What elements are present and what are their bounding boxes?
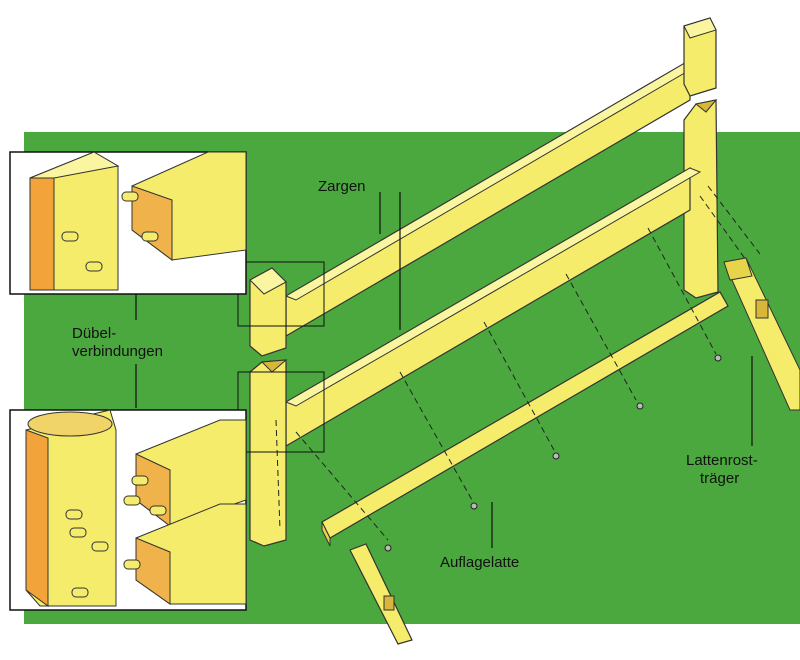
dowel xyxy=(123,495,141,506)
dowel xyxy=(121,191,139,202)
dowel xyxy=(131,475,149,486)
dowel xyxy=(85,261,103,272)
dowel xyxy=(123,559,141,570)
label-duebel-line1: Dübel- xyxy=(72,325,117,342)
right-side-rail xyxy=(723,257,800,411)
screw xyxy=(636,402,644,410)
dashed-guide-lines xyxy=(275,185,761,541)
upper-dowel-inset xyxy=(9,151,247,295)
screw xyxy=(470,502,478,510)
screws xyxy=(384,354,722,552)
front-side-rail-piece xyxy=(349,543,413,645)
label-leader-lines xyxy=(135,192,753,548)
screw xyxy=(552,452,560,460)
label-zargen: Zargen xyxy=(318,178,366,195)
dowel xyxy=(141,231,159,242)
dowel xyxy=(91,541,109,552)
label-lattenrost-line1: Lattenrost- xyxy=(686,452,758,469)
dowel xyxy=(149,505,167,516)
back-upper-rail xyxy=(284,58,702,338)
screw xyxy=(384,544,392,552)
label-auflagelatte: Auflagelatte xyxy=(440,554,520,571)
screw xyxy=(714,354,722,362)
support-slat xyxy=(321,291,729,547)
dowel xyxy=(71,587,89,598)
label-duebel-line2: verbindungen xyxy=(72,343,163,360)
dowel xyxy=(69,527,87,538)
dowel xyxy=(65,509,83,520)
label-lattenrost-line2: träger xyxy=(700,470,740,487)
lower-dowel-inset xyxy=(9,409,247,611)
back-right-post xyxy=(683,17,719,299)
front-left-post xyxy=(249,267,288,547)
dowel xyxy=(61,231,79,242)
